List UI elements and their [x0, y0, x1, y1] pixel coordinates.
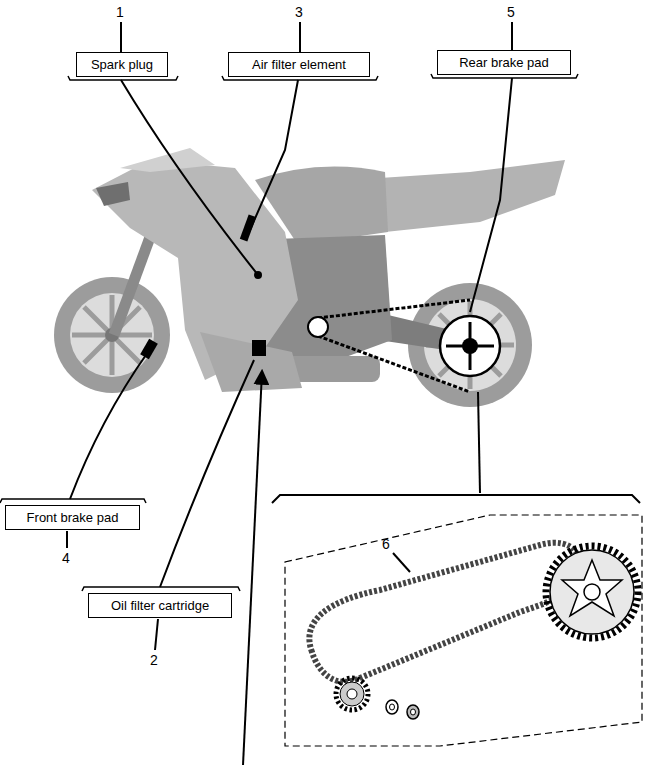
callout-number: 3: [295, 4, 303, 20]
lower-fairing: [200, 332, 302, 392]
callout-number: 5: [507, 4, 515, 20]
part-name: Spark plug: [91, 57, 153, 72]
part-name: Front brake pad: [27, 510, 119, 525]
part-label-box: Air filter element: [228, 52, 370, 77]
part-name: Rear brake pad: [459, 55, 549, 70]
oil-filter-marker: [252, 340, 266, 356]
rear-sprocket: [546, 546, 638, 638]
part-name: Air filter element: [252, 57, 346, 72]
detail-dashed-box: [285, 515, 642, 746]
washer: [386, 700, 398, 714]
callout-number: 1: [116, 4, 124, 20]
part-label-box: Oil filter cartridge: [88, 593, 232, 618]
part-label-box: Rear brake pad: [437, 50, 571, 75]
callout-number: 6: [382, 536, 390, 552]
tail-section: [380, 160, 565, 232]
label-underlines: [0, 74, 578, 591]
front-sprocket: [336, 678, 368, 710]
air-filter-marker: [240, 214, 256, 241]
brake-pad-marker: [140, 339, 158, 360]
leader-lines: [67, 22, 640, 765]
callout-number: 4: [62, 550, 70, 566]
headlight: [96, 182, 130, 206]
nut: [407, 705, 419, 719]
front-wheel: [54, 277, 170, 393]
callout-number: 2: [150, 652, 158, 668]
part-name: Oil filter cartridge: [111, 598, 209, 613]
drive-chain: [308, 300, 500, 392]
drive-chain-detail: [309, 543, 579, 682]
part-label-box: Spark plug: [76, 52, 168, 77]
part-label-box: Front brake pad: [5, 505, 140, 530]
